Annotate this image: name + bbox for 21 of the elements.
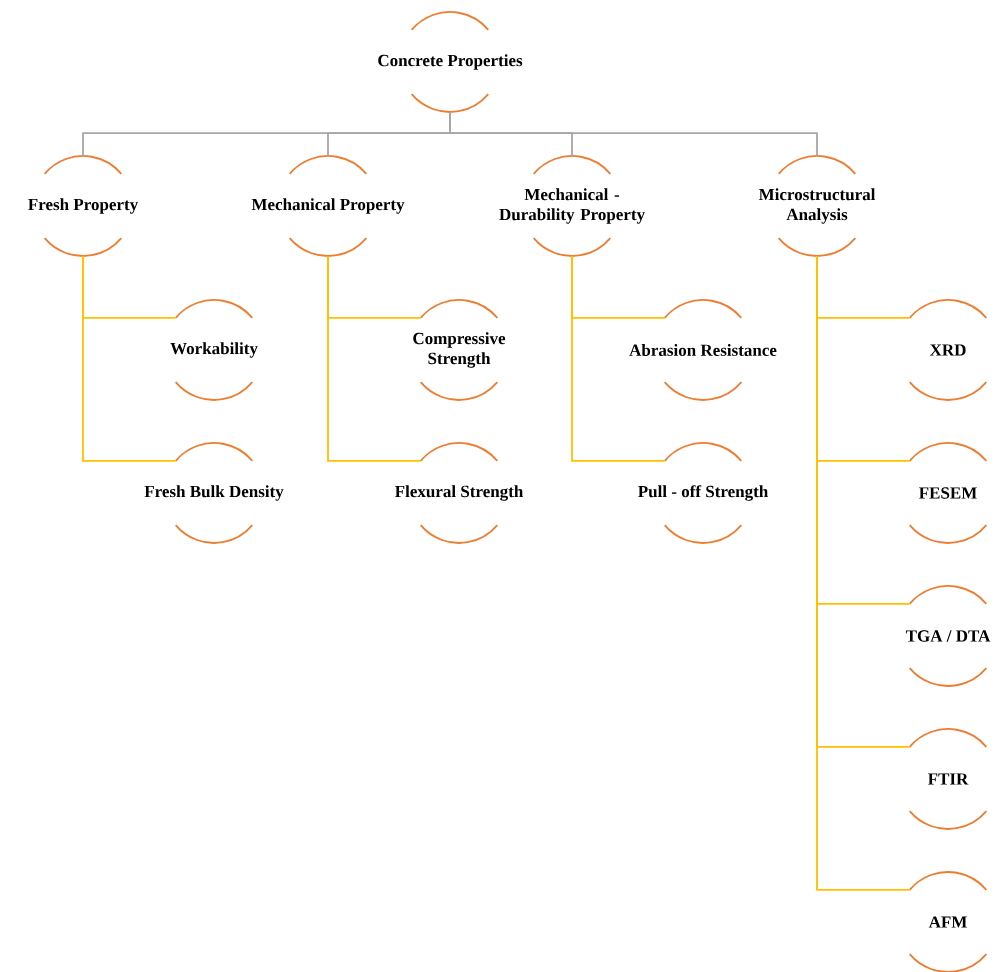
connector — [82, 255, 177, 462]
arc-circle-node: FESEM — [908, 442, 988, 544]
connector — [327, 255, 422, 462]
arc-circle-node: AFM — [908, 871, 988, 972]
arc-circle-node: Abrasion Resistance — [629, 299, 777, 401]
connector — [449, 111, 818, 157]
arc-circle-node: TGA / DTA — [905, 585, 991, 687]
connector — [571, 255, 666, 462]
connector — [816, 255, 911, 891]
arc-circle-node: Compressive Strength — [413, 299, 506, 401]
arc-circle-node: Workability — [170, 299, 258, 401]
arc-circle-node: FTIR — [908, 728, 988, 830]
arc-circle-node: Fresh Bulk Density — [144, 442, 284, 544]
arc-circle-node: Microstructural Analysis — [758, 155, 876, 257]
arc-circle-node: XRD — [908, 299, 988, 401]
arc-circle-node: Mechanical - Durability Property — [499, 155, 645, 257]
arc-circle-node: Fresh Property — [28, 155, 138, 257]
arc-circle-node: Pull - off Strength — [638, 442, 768, 544]
arc-circle-node: Flexural Strength — [395, 442, 524, 544]
arc-circle-node: Concrete Properties — [378, 11, 523, 113]
arc-circle-node: Mechanical Property — [251, 155, 405, 257]
